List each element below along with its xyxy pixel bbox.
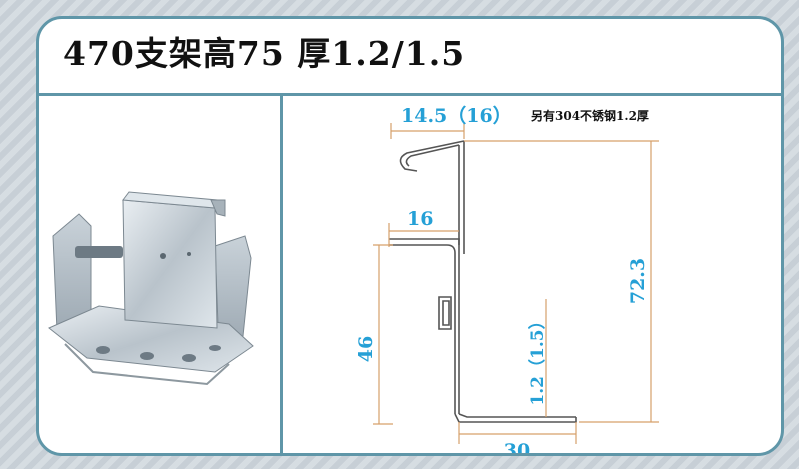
dim-base-width: 30 [504,440,530,456]
dim-left-height: 46 [355,336,377,362]
dimension-lines [373,123,659,444]
dim-total-height: 72.3 [627,258,649,304]
dim-thickness: 1.2（1.5） [527,312,548,405]
product-card: 470支架高75 厚1.2/1.5 [36,16,784,456]
dim-mid-width: 16 [407,208,433,230]
page-title: 470支架高75 厚1.2/1.5 [63,34,466,73]
header-bar: 470支架高75 厚1.2/1.5 [39,19,781,96]
profile-drawing: 14.5（16） 另有304不锈钢1.2厚 16 46 72.3 1.2（1.5… [355,104,659,456]
dim-top-width: 14.5（16） [401,104,512,127]
vertical-divider [280,93,283,453]
bracket-photo [48,191,254,386]
material-note: 另有304不锈钢1.2厚 [531,108,649,123]
profile-outline [389,140,577,423]
